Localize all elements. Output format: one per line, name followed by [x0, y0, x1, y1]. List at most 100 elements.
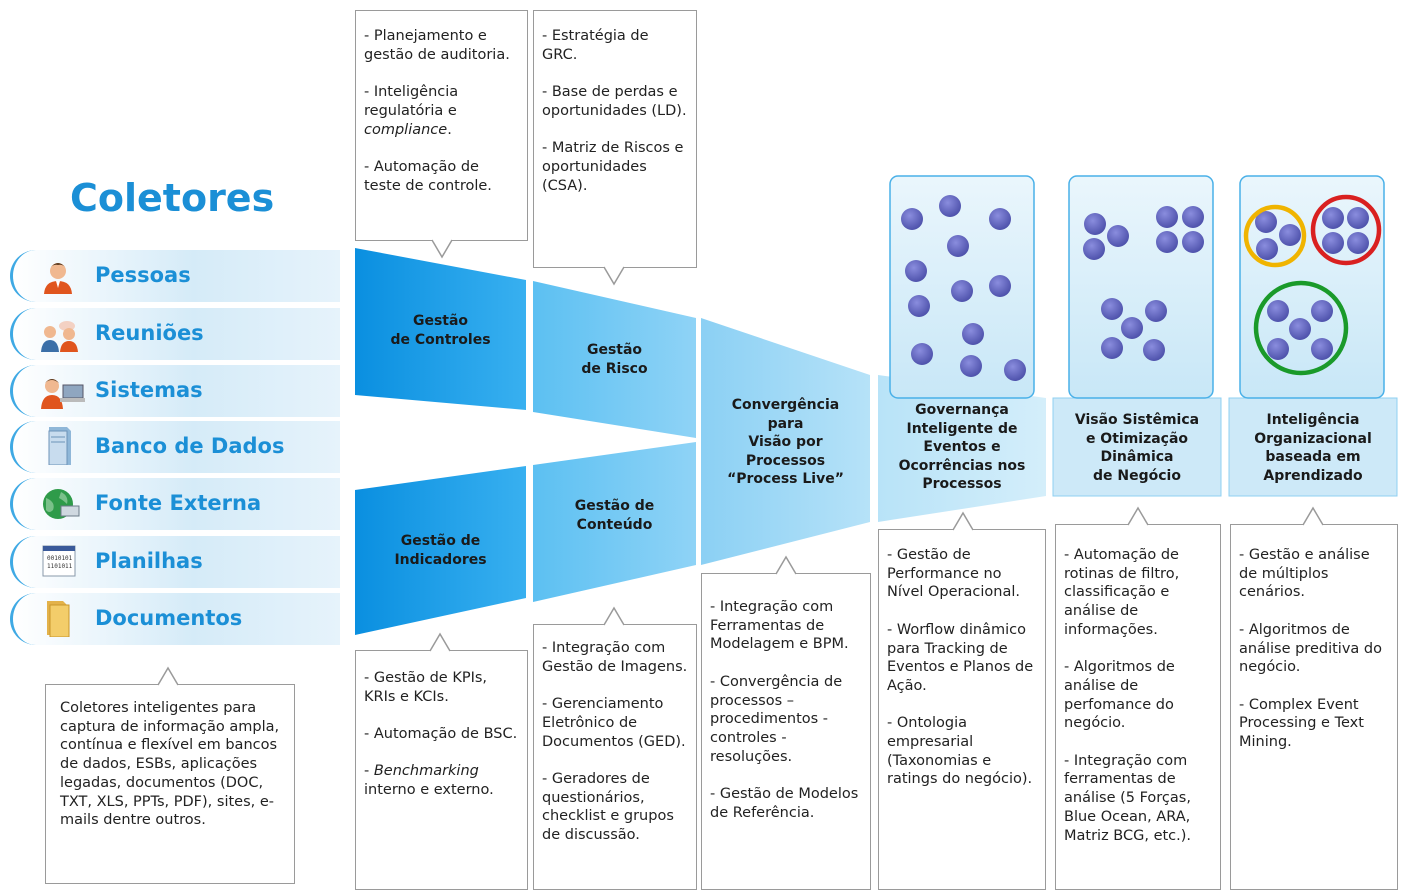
event-dot-icon — [1083, 238, 1105, 260]
stage-visao-label: Visão Sistêmica e Otimização Dinâmica de… — [1074, 412, 1200, 484]
collector-label: Banco de Dados — [95, 434, 285, 458]
stage-visao-shape — [1052, 397, 1222, 497]
collector-documentos[interactable]: Documentos — [10, 593, 340, 645]
collector-label: Planilhas — [95, 549, 203, 573]
note-line: - Ontologia empresarial (Taxonomias e ra… — [887, 715, 1033, 788]
note-line: - Worflow dinâmico para Tracking de Even… — [887, 621, 1034, 694]
event-dot-icon — [1322, 207, 1344, 229]
note-line: - Base de perdas e oportunidades (LD). — [542, 84, 687, 119]
event-dot-icon — [1143, 339, 1165, 361]
event-dot-icon — [1311, 338, 1333, 360]
indicadores-note-box: - Gestão de KPIs, KRIs e KCIs. - Automaç… — [355, 650, 528, 890]
event-dot-icon — [1255, 211, 1277, 233]
event-dots — [901, 195, 1369, 381]
stage-governanca-label: Governança Inteligente de Eventos e Ocor… — [898, 402, 1026, 492]
visao-note-box: - Automação de rotinas de filtro, classi… — [1055, 524, 1221, 890]
note-line: - Gerenciamento Eletrônico de Documentos… — [542, 696, 686, 750]
collector-sistemas[interactable]: Sistemas — [10, 365, 340, 417]
stage-conteudo-label: Gestão de Conteúdo — [574, 498, 655, 533]
event-dot-icon — [901, 208, 923, 230]
svg-text:1101011: 1101011 — [47, 563, 73, 570]
collector-label: Fonte Externa — [95, 491, 262, 515]
note-line: - Convergência de processos – procedimen… — [710, 673, 843, 765]
event-dot-icon — [939, 195, 961, 217]
collector-label: Pessoas — [95, 263, 191, 287]
note-line: - Geradores de questionários, checklist … — [542, 770, 674, 843]
note-line: - Estratégia de GRC. — [542, 28, 649, 63]
event-dot-icon — [1182, 231, 1204, 253]
note-line: - Automação de BSC. — [364, 726, 518, 743]
stage-conteudo-shape — [533, 442, 696, 602]
event-dot-icon — [1311, 300, 1333, 322]
collectors-title: Coletores — [70, 176, 275, 220]
stage-inteligencia-label: Inteligência Organizacional baseada em A… — [1254, 412, 1372, 484]
event-dot-icon — [1279, 224, 1301, 246]
folder-icon — [41, 601, 75, 638]
note-line: - Complex Event Processing e Text Mining… — [1239, 696, 1364, 750]
note-line: - Integração com ferramentas de análise … — [1064, 752, 1192, 844]
event-dot-icon — [1347, 232, 1369, 254]
event-dot-icon — [1182, 206, 1204, 228]
person-icon — [41, 260, 75, 294]
risco-note-box: - Estratégia de GRC. - Base de perdas e … — [533, 10, 697, 268]
note-line: - Planejamento e gestão de auditoria. — [364, 28, 510, 63]
event-dot-icon — [1267, 338, 1289, 360]
stage-risco-shape — [533, 281, 696, 438]
event-dot-icon — [1121, 317, 1143, 339]
event-dot-icon — [1322, 232, 1344, 254]
collectors-note-box: Coletores inteligentes para captura de i… — [45, 684, 295, 884]
note-line: - Automação de teste de controle. — [364, 158, 492, 194]
event-dot-icon — [1004, 359, 1026, 381]
note-part: - Inteligência regulatória e — [364, 84, 459, 119]
ring-yellow-icon — [1243, 204, 1307, 268]
event-dot-icon — [1156, 231, 1178, 253]
conteudo-note-box: - Integração com Gestão de Imagens. - Ge… — [533, 624, 697, 890]
note-line: - Automação de rotinas de filtro, classi… — [1064, 547, 1180, 638]
event-dot-icon — [989, 208, 1011, 230]
note-line: - Integração com Ferramentas de Modelage… — [710, 599, 849, 653]
event-dot-icon — [905, 260, 927, 282]
stage-convergencia-label: Convergência para Visão por Processos “P… — [727, 397, 844, 487]
stage-inteligencia-shape — [1228, 397, 1398, 497]
event-dot-icon — [951, 280, 973, 302]
governanca-note-box: - Gestão de Performance no Nível Operaci… — [878, 529, 1046, 890]
event-dot-icon — [908, 295, 930, 317]
inteligencia-note-box: - Gestão e análise de múltiplos cenários… — [1230, 524, 1398, 890]
collector-reunioes[interactable]: Reuniões — [10, 308, 340, 360]
collector-fonte-externa[interactable]: Fonte Externa — [10, 478, 340, 530]
globe-network-icon — [41, 488, 80, 522]
compliance-word: compliance — [364, 121, 448, 138]
note-line: - Algoritmos de análise preditiva do neg… — [1239, 621, 1382, 676]
note-line: - Benchmarking interno e externo. — [364, 762, 519, 799]
benchmark-rest: interno e externo. — [364, 782, 494, 799]
event-dot-icon — [947, 235, 969, 257]
collector-banco-de-dados[interactable]: Banco de Dados — [10, 421, 340, 473]
note-line: - Inteligência regulatória e compliance. — [364, 83, 519, 139]
stage-indicadores-label: Gestão de Indicadores — [394, 533, 487, 568]
event-dot-icon — [1101, 337, 1123, 359]
collector-label: Sistemas — [95, 378, 203, 402]
database-server-icon — [41, 427, 75, 466]
convergencia-note-box: - Integração com Ferramentas de Modelage… — [701, 573, 871, 890]
note-part: - — [364, 763, 374, 780]
event-dot-icon — [1347, 207, 1369, 229]
collector-label: Reuniões — [95, 321, 204, 345]
event-dot-icon — [1145, 300, 1167, 322]
computer-user-icon — [41, 375, 85, 409]
stage-risco-label: Gestão de Risco — [581, 342, 648, 377]
note-part: . — [447, 121, 452, 138]
event-dot-icon — [1267, 300, 1289, 322]
collector-pessoas[interactable]: Pessoas — [10, 250, 340, 302]
event-dot-icon — [1101, 298, 1123, 320]
note-line: - Matriz de Riscos e oportunidades (CSA)… — [542, 140, 684, 194]
meeting-icon — [41, 318, 78, 352]
event-dot-icon — [960, 355, 982, 377]
stage-indicadores-shape — [355, 466, 526, 635]
event-dot-icon — [1107, 225, 1129, 247]
note-line: - Gestão e análise de múltiplos cenários… — [1239, 547, 1370, 601]
svg-text:0010101: 0010101 — [47, 555, 73, 562]
event-dot-icon — [1289, 318, 1311, 340]
